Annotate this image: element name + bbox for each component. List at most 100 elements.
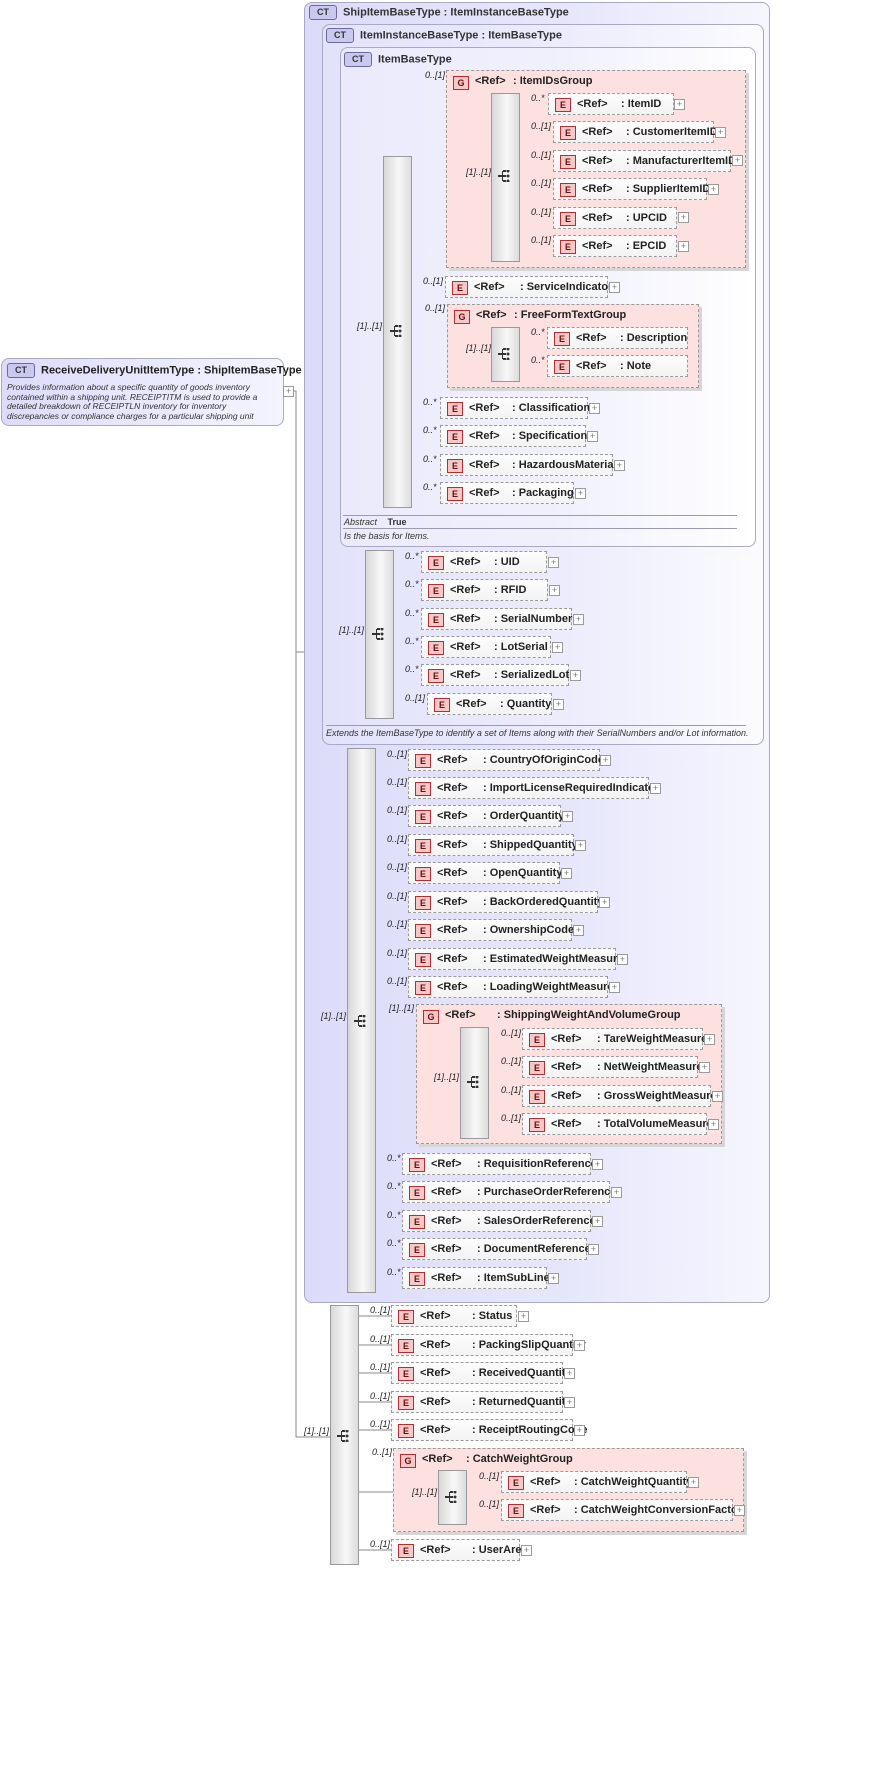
element-item-id[interactable]: E<Ref>: ItemID bbox=[548, 93, 674, 115]
expand-icon[interactable]: + bbox=[548, 557, 559, 568]
element-back-ordered-quantity[interactable]: E<Ref>: BackOrderedQuantity bbox=[408, 891, 603, 913]
element-hazardous-material[interactable]: E<Ref>: HazardousMaterial bbox=[440, 454, 617, 476]
element-loading-weight-measure[interactable]: E<Ref>: LoadingWeightMeasure bbox=[408, 976, 614, 998]
sequence-compositor[interactable] bbox=[491, 93, 520, 262]
expand-icon[interactable]: + bbox=[518, 1311, 529, 1322]
sequence-compositor[interactable] bbox=[347, 748, 376, 1293]
expand-icon[interactable]: + bbox=[592, 1159, 603, 1170]
element-document-reference[interactable]: E<Ref>: DocumentReference bbox=[402, 1238, 591, 1260]
element-name: : OpenQuantity bbox=[483, 867, 563, 879]
element-purchase-order-reference[interactable]: E<Ref>: PurchaseOrderReference bbox=[402, 1181, 616, 1203]
element-specification[interactable]: E<Ref>: Specification bbox=[440, 425, 587, 447]
element-service-indicator[interactable]: E<Ref>: ServiceIndicator bbox=[445, 276, 612, 298]
expand-icon[interactable]: + bbox=[564, 1397, 575, 1408]
element-status[interactable]: E<Ref>: Status bbox=[391, 1305, 517, 1327]
expand-icon[interactable]: + bbox=[588, 1244, 599, 1255]
expand-icon[interactable]: + bbox=[589, 403, 600, 414]
expand-icon[interactable]: + bbox=[732, 155, 743, 166]
element-received-quantity[interactable]: E<Ref>: ReceivedQuantity bbox=[391, 1362, 572, 1384]
element-uid[interactable]: E<Ref>: UID bbox=[421, 551, 547, 573]
element-quantity[interactable]: E<Ref>: Quantity bbox=[427, 693, 552, 715]
element-serialized-lot[interactable]: E<Ref>: SerializedLot bbox=[421, 664, 569, 686]
expand-icon[interactable]: + bbox=[734, 1505, 745, 1516]
expand-icon[interactable]: + bbox=[587, 431, 598, 442]
element-tare-weight-measure[interactable]: E<Ref>: TareWeightMeasure bbox=[522, 1028, 707, 1050]
expand-icon[interactable]: + bbox=[678, 212, 689, 223]
expand-icon[interactable]: + bbox=[562, 811, 573, 822]
expand-icon[interactable]: + bbox=[708, 184, 719, 195]
element-epc-id[interactable]: E<Ref>: EPCID bbox=[553, 235, 677, 257]
expand-icon[interactable]: + bbox=[609, 282, 620, 293]
root-expand-icon[interactable]: + bbox=[283, 386, 294, 397]
expand-icon[interactable]: + bbox=[688, 1477, 699, 1488]
expand-icon[interactable]: + bbox=[611, 1187, 622, 1198]
element-sales-order-reference[interactable]: E<Ref>: SalesOrderReference bbox=[402, 1210, 596, 1232]
element-open-quantity[interactable]: E<Ref>: OpenQuantity bbox=[408, 862, 563, 884]
expand-icon[interactable]: + bbox=[561, 868, 572, 879]
expand-icon[interactable]: + bbox=[715, 127, 726, 138]
element-ownership-code[interactable]: E<Ref>: OwnershipCode bbox=[408, 919, 574, 941]
expand-icon[interactable]: + bbox=[570, 670, 581, 681]
expand-icon[interactable]: + bbox=[575, 840, 586, 851]
expand-icon[interactable]: + bbox=[600, 755, 611, 766]
expand-icon[interactable]: + bbox=[674, 99, 685, 110]
element-rfid[interactable]: E<Ref>: RFID bbox=[421, 579, 548, 601]
element-gross-weight-measure[interactable]: E<Ref>: GrossWeightMeasure bbox=[522, 1085, 717, 1107]
sequence-compositor[interactable] bbox=[460, 1027, 489, 1139]
expand-icon[interactable]: + bbox=[650, 783, 661, 794]
element-note[interactable]: E<Ref>: Note bbox=[547, 355, 688, 377]
expand-icon[interactable]: + bbox=[548, 1273, 559, 1284]
expand-icon[interactable]: + bbox=[678, 241, 689, 252]
expand-icon[interactable]: + bbox=[592, 1216, 603, 1227]
expand-icon[interactable]: + bbox=[574, 1340, 585, 1351]
element-returned-quantity[interactable]: E<Ref>: ReturnedQuantity bbox=[391, 1391, 572, 1413]
element-supplier-item-id[interactable]: E<Ref>: SupplierItemID bbox=[553, 178, 710, 200]
element-user-area[interactable]: E<Ref>: UserArea bbox=[391, 1539, 528, 1561]
element-packing-slip-quantity[interactable]: E<Ref>: PackingSlipQuantity bbox=[391, 1334, 586, 1356]
sequence-compositor[interactable] bbox=[383, 156, 412, 508]
element-catch-weight-conversion-factor[interactable]: E<Ref>: CatchWeightConversionFactor bbox=[501, 1499, 742, 1521]
element-shipped-quantity[interactable]: E<Ref>: ShippedQuantity bbox=[408, 834, 578, 856]
element-net-weight-measure[interactable]: E<Ref>: NetWeightMeasure bbox=[522, 1056, 703, 1078]
element-manufacturer-item-id[interactable]: E<Ref>: ManufacturerItemID bbox=[553, 150, 736, 172]
element-country-of-origin-code[interactable]: E<Ref>: CountryOfOriginCode bbox=[408, 749, 604, 771]
element-requisition-reference[interactable]: E<Ref>: RequisitionReference bbox=[402, 1153, 597, 1175]
sequence-compositor[interactable] bbox=[330, 1305, 359, 1565]
expand-icon[interactable]: + bbox=[599, 897, 610, 908]
sequence-compositor[interactable] bbox=[438, 1470, 467, 1525]
element-customer-item-id[interactable]: E<Ref>: CustomerItemID bbox=[553, 121, 718, 143]
element-classification[interactable]: E<Ref>: Classification bbox=[440, 397, 590, 419]
element-receipt-routing-code[interactable]: E<Ref>: ReceiptRoutingCode bbox=[391, 1419, 588, 1441]
element-total-volume-measure[interactable]: E<Ref>: TotalVolumeMeasure bbox=[522, 1113, 713, 1135]
element-import-license-required-indicator[interactable]: E<Ref>: ImportLicenseRequiredIndicator bbox=[408, 777, 659, 799]
element-catch-weight-quantity[interactable]: E<Ref>: CatchWeightQuantity bbox=[501, 1471, 692, 1493]
element-description[interactable]: E<Ref>: Description bbox=[547, 327, 688, 349]
expand-icon[interactable]: + bbox=[708, 1119, 719, 1130]
expand-icon[interactable]: + bbox=[712, 1091, 723, 1102]
expand-icon[interactable]: + bbox=[573, 925, 584, 936]
element-packaging[interactable]: E<Ref>: Packaging bbox=[440, 482, 574, 504]
expand-icon[interactable]: + bbox=[574, 1425, 585, 1436]
expand-icon[interactable]: + bbox=[699, 1062, 710, 1073]
expand-icon[interactable]: + bbox=[617, 954, 628, 965]
expand-icon[interactable]: + bbox=[552, 642, 563, 653]
expand-icon[interactable]: + bbox=[521, 1545, 532, 1556]
expand-icon[interactable]: + bbox=[704, 1034, 715, 1045]
expand-icon[interactable]: + bbox=[573, 614, 584, 625]
expand-icon[interactable]: + bbox=[549, 585, 560, 596]
element-lot-serial[interactable]: E<Ref>: LotSerial bbox=[421, 636, 551, 658]
element-upc-id[interactable]: E<Ref>: UPCID bbox=[553, 207, 677, 229]
expand-icon[interactable]: + bbox=[614, 460, 625, 471]
element-estimated-weight-measure[interactable]: E<Ref>: EstimatedWeightMeasure bbox=[408, 948, 623, 970]
element-order-quantity[interactable]: E<Ref>: OrderQuantity bbox=[408, 805, 564, 827]
sequence-compositor[interactable] bbox=[491, 327, 520, 382]
expand-icon[interactable]: + bbox=[553, 699, 564, 710]
expand-icon[interactable]: + bbox=[564, 1368, 575, 1379]
ref-label: <Ref> bbox=[582, 155, 613, 167]
element-item-sub-line[interactable]: E<Ref>: ItemSubLine bbox=[402, 1267, 550, 1289]
element-serial-number[interactable]: E<Ref>: SerialNumber bbox=[421, 608, 572, 630]
expand-icon[interactable]: + bbox=[609, 982, 620, 993]
sequence-compositor[interactable] bbox=[365, 550, 394, 719]
expand-icon[interactable]: + bbox=[575, 488, 586, 499]
